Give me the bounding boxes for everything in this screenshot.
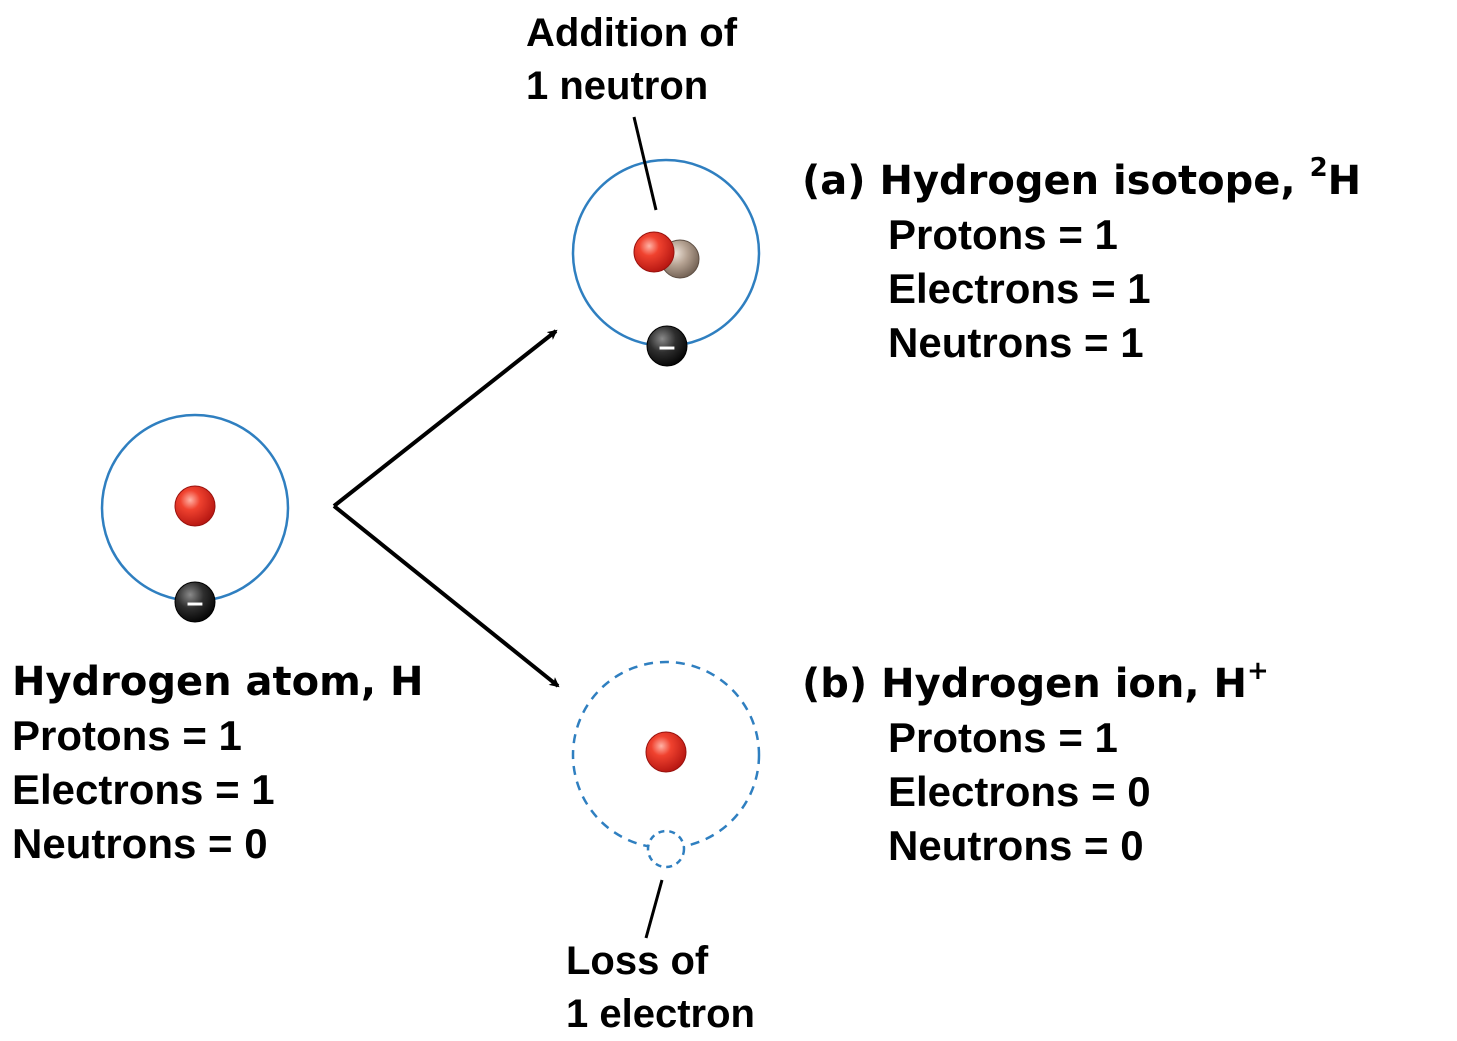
- ion-heading: (b) Hydrogen ion, H+: [802, 657, 1269, 711]
- hydrogen-atom-model: –: [100, 413, 290, 623]
- electron-loss-annotation: Loss of 1 electron: [566, 935, 755, 1041]
- arrow-to-ion: [332, 504, 560, 688]
- ion-electrons: Electrons = 0: [888, 768, 1151, 815]
- ion-letter: (b): [802, 661, 868, 707]
- arrow-to-isotope: [332, 329, 558, 508]
- isotope-electrons: Electrons = 1: [888, 265, 1151, 312]
- neutron-annotation: Addition of 1 neutron: [526, 7, 737, 113]
- atom-heading: Hydrogen atom, H: [12, 659, 424, 705]
- atom-neutrons: Neutrons = 0: [12, 820, 268, 867]
- branch-arrows: [332, 329, 560, 688]
- atom-protons: Protons = 1: [12, 712, 242, 759]
- electron-loss-pointer-line: [644, 879, 664, 939]
- atom-electrons: Electrons = 1: [12, 766, 275, 813]
- electron: –: [174, 581, 216, 623]
- isotope-protons: Protons = 1: [888, 211, 1118, 258]
- electron-loss-annotation-line1: Loss of: [566, 939, 709, 983]
- proton: [633, 231, 675, 273]
- ion-atom-model: [571, 660, 761, 939]
- neutron-pointer-line: [632, 116, 658, 211]
- isotope-label-block: (a) Hydrogen isotope, 2H Protons = 1 Ele…: [802, 154, 1361, 370]
- ion-neutrons: Neutrons = 0: [888, 822, 1144, 869]
- neutron-annotation-line2: 1 neutron: [526, 64, 709, 108]
- isotope-letter: (a): [802, 158, 866, 204]
- isotope-symbol: H: [1327, 158, 1362, 204]
- isotope-neutrons: Neutrons = 1: [888, 319, 1144, 366]
- missing-electron-outline: [646, 829, 686, 869]
- neutron-annotation-line1: Addition of: [526, 11, 738, 55]
- proton: [174, 485, 216, 527]
- ion-title: Hydrogen ion, H: [881, 661, 1247, 707]
- proton: [645, 731, 687, 773]
- ion-protons: Protons = 1: [888, 714, 1118, 761]
- negative-charge-sign: –: [187, 586, 204, 619]
- isotope-title: Hydrogen isotope,: [879, 158, 1296, 204]
- atom-label-block: Hydrogen atom, H Protons = 1 Electrons =…: [12, 655, 423, 871]
- isotope-mass-number: 2: [1309, 152, 1328, 183]
- negative-charge-sign: –: [659, 330, 676, 363]
- ion-label-block: (b) Hydrogen ion, H+ Protons = 1 Electro…: [802, 657, 1269, 873]
- isotope-heading: (a) Hydrogen isotope, 2H: [802, 154, 1361, 208]
- electron: –: [646, 325, 688, 367]
- isotope-atom-model: –: [571, 116, 761, 367]
- ion-charge: +: [1246, 655, 1269, 686]
- electron-loss-annotation-line2: 1 electron: [566, 992, 755, 1036]
